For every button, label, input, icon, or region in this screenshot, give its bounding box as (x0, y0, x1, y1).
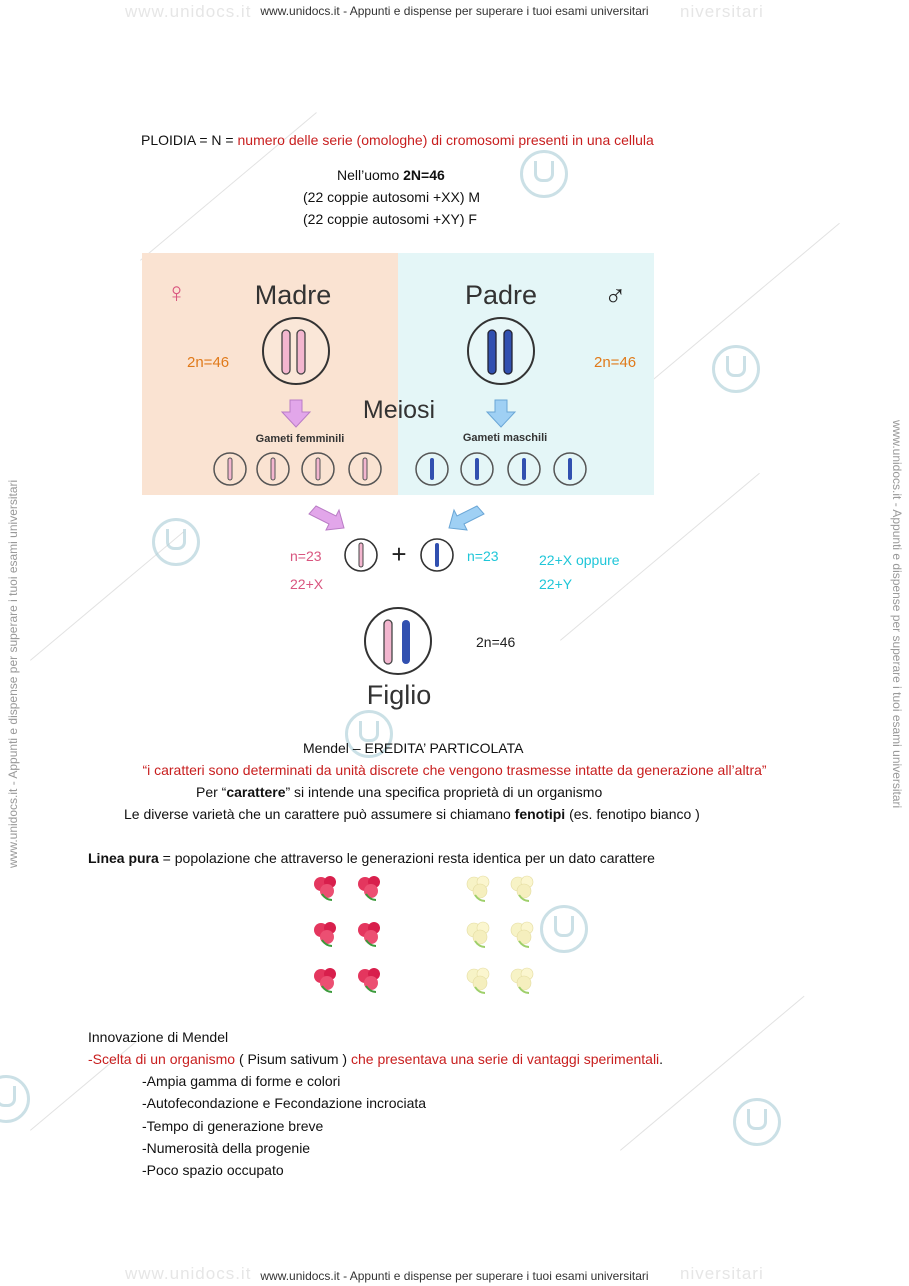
flowers-illustration (313, 875, 534, 994)
male-symbol: ♂ (604, 280, 627, 313)
mendel-quote: “i caratteri sono determinati da unità d… (142, 762, 767, 778)
red-flower (357, 875, 381, 901)
red-flower (313, 967, 337, 993)
watermark-bg-bottom: www.unidocs.it (125, 1264, 252, 1283)
right-n: n=23 (467, 548, 499, 564)
uomo-prefix: Nell’uomo (337, 167, 404, 183)
uomo-line-1: Nell’uomo 2N=46 (337, 166, 445, 185)
fenotipi-definition: Le diverse varietà che un carattere può … (124, 805, 700, 824)
meiosi-label: Meiosi (363, 396, 435, 424)
white-flower (510, 967, 534, 994)
watermark-bg-bottom-right: niversitari (680, 1264, 764, 1283)
gameti-maschili-label: Gameti maschili (463, 432, 547, 444)
list-item: -Autofecondazione e Fecondazione incroci… (142, 1095, 427, 1111)
fenotipi-prefix: Le diverse varietà che un carattere può … (124, 806, 515, 822)
white-flower (510, 921, 534, 948)
figlio-chromosome (383, 619, 393, 665)
fenotipi-suffix: (es. fenotipo bianco ) (565, 806, 700, 822)
watermark-logo-icon (345, 710, 393, 758)
scelta-red-2: che presentava una serie di vantaggi spe… (350, 1051, 660, 1067)
watermark-logo-icon (712, 345, 760, 393)
male-gametes (415, 452, 587, 486)
white-flower (510, 875, 534, 902)
scelta-end: . (659, 1051, 664, 1067)
scelta-red-1: -Scelta di un organismo (88, 1051, 236, 1067)
carattere-prefix: Per “ (196, 784, 227, 800)
linea-pura-text: = popolazione che attraverso le generazi… (158, 850, 655, 866)
ovulo (344, 538, 378, 572)
figlio-label: Figlio (367, 680, 432, 710)
female-gametes (213, 452, 382, 486)
ploidia-label: PLOIDIA = N = (141, 132, 238, 148)
carattere-definition: Per “carattere” si intende una specifica… (196, 783, 602, 802)
padre-cell (467, 317, 535, 385)
innovazione-title: Innovazione di Mendel (88, 1029, 229, 1045)
fenotipi-bold: fenotipi (514, 806, 566, 822)
scelta-organismo: -Scelta di un organismo ( Pisum sativum … (88, 1050, 663, 1069)
meiosi-arrow-left (280, 399, 312, 428)
red-flower (313, 921, 337, 947)
watermark-logo-icon (152, 518, 200, 566)
right-chrom-2: 22+Y (539, 576, 573, 592)
figlio-cell (364, 607, 432, 675)
linea-pura-definition: Linea pura = popolazione che attraverso … (88, 849, 655, 868)
uomo-line-3: (22 coppie autosomi +XY) F (303, 211, 477, 227)
watermark-logo-icon (540, 905, 588, 953)
linea-pura-bold: Linea pura (88, 850, 159, 866)
plus-sign: + (391, 539, 406, 569)
madre-cell (262, 317, 330, 385)
meiosis-diagram: ♀ ♂ Madre Padre 2n=46 2n=46 Meiosi Gamet… (142, 253, 654, 710)
list-item: -Poco spazio occupato (142, 1162, 284, 1178)
madre-panel (142, 253, 398, 495)
left-chrom: 22+X (290, 576, 324, 592)
red-flower (357, 967, 381, 993)
padre-label: Padre (465, 280, 537, 310)
white-flower (466, 875, 490, 902)
fecondazione-arrow-right (448, 505, 485, 531)
madre-label: Madre (255, 280, 332, 310)
madre-chromosome (281, 329, 291, 375)
female-symbol: ♀ (166, 277, 187, 308)
watermark-logo-icon (733, 1098, 781, 1146)
mendel-title: Mendel – EREDITA’ PARTICOLATA (303, 740, 524, 756)
figlio-chromosome (402, 620, 410, 664)
footer-watermark: www.unidocs.it - Appunti e dispense per … (260, 1269, 649, 1283)
watermark-logo-icon (0, 1075, 30, 1123)
ploidia-text: numero delle serie (omologhe) di cromoso… (237, 132, 654, 148)
left-n: n=23 (290, 548, 322, 564)
fecondazione-arrow-left (308, 505, 345, 531)
uomo-line-2: (22 coppie autosomi +XX) M (303, 189, 481, 205)
red-flower (313, 875, 337, 901)
meiosi-arrow-right (485, 399, 517, 428)
padre-chromosome (503, 329, 513, 375)
white-flower (466, 921, 490, 948)
padre-chromosome (487, 329, 497, 375)
carattere-suffix: ” si intende una specifica proprietà di … (285, 784, 603, 800)
side-watermark-left: www.unidocs.it - Appunti e dispense per … (6, 479, 20, 868)
carattere-bold: carattere (226, 784, 286, 800)
madre-chromosome (296, 329, 306, 375)
side-watermark-right: www.unidocs.it - Appunti e dispense per … (890, 420, 904, 809)
red-flower (357, 921, 381, 947)
figlio-2n: 2n=46 (476, 634, 516, 650)
header-watermark: www.unidocs.it - Appunti e dispense per … (260, 4, 649, 18)
list-item: -Ampia gamma di forme e colori (142, 1073, 341, 1089)
uomo-2n: 2N=46 (403, 167, 445, 183)
ploidia-definition: PLOIDIA = N = numero delle serie (omolog… (141, 131, 654, 150)
right-chrom-1: 22+X oppure (539, 552, 620, 568)
white-flower (466, 967, 490, 994)
watermark-bg-top: www.unidocs.it (125, 2, 252, 21)
list-item: -Tempo di generazione breve (142, 1118, 324, 1134)
watermark-logo-icon (520, 150, 568, 198)
scelta-mid: ( Pisum sativum ) (235, 1051, 351, 1067)
watermark-bg-top-right: niversitari (680, 2, 764, 21)
list-item: -Numerosità della progenie (142, 1140, 311, 1156)
spermatozoo (420, 538, 454, 572)
madre-2n: 2n=46 (187, 354, 229, 371)
gameti-femminili-label: Gameti femminili (256, 433, 345, 445)
padre-2n: 2n=46 (594, 354, 636, 371)
